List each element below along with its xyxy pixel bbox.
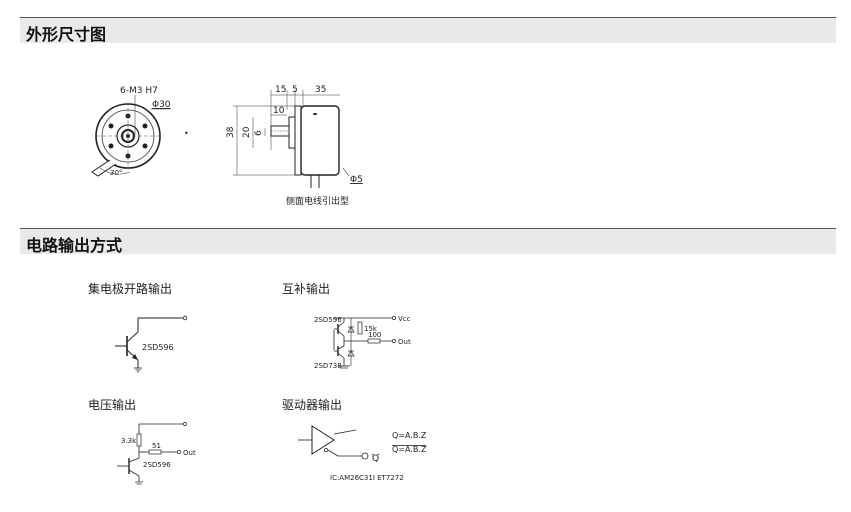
line-driver-q: Q [372, 454, 379, 464]
circuit-title-voltage: 电压输出 [88, 398, 137, 412]
voltage-out: Out [183, 449, 196, 457]
section-title-circuit: 电路输出方式 [26, 236, 123, 255]
voltage-circuit: 3.3k 51 Out 2SD596 [117, 422, 196, 485]
side-dim-20: 20 [242, 126, 252, 138]
front-diameter-label: Φ30 [152, 100, 171, 110]
voltage-transistor: 2SD596 [143, 461, 171, 469]
section-title-dimensions: 外形尺寸图 [26, 25, 107, 44]
front-angle-label: 30° [110, 169, 122, 177]
line-driver-eq1: Q=A.B.Z [392, 431, 427, 440]
open-collector-circuit: 2SD596 [115, 315, 188, 373]
side-dim-38: 38 [226, 126, 236, 138]
section-header-dimensions: 外形尺寸图 [20, 17, 836, 44]
side-dim-15: 15 [275, 85, 286, 95]
complementary-circuit: 2SD596 2SD738 Vcc Out 15k 100 [314, 315, 411, 370]
circuit-title-complementary: 互补输出 [282, 282, 331, 296]
section-header-circuit: 电路输出方式 [20, 228, 836, 255]
side-dim-10: 10 [273, 106, 285, 116]
line-driver-circuit: Q Q=A.B.Z Q=A.B.Z IC:AM26C31I ET7272 [298, 425, 427, 482]
comp-transistor-bottom: 2SD738 [314, 362, 342, 370]
side-dim-cable: Φ5 [350, 175, 363, 185]
side-view-drawing: 15 5 35 10 38 20 6 Φ5 [226, 85, 363, 188]
side-view-caption: 侧面电线引出型 [286, 197, 350, 207]
circuit-title-open-collector: 集电极开路输出 [88, 282, 173, 296]
svg-text:•: • [184, 129, 189, 138]
voltage-r1: 3.3k [121, 437, 137, 445]
line-driver-ic: IC:AM26C31I ET7272 [330, 474, 404, 482]
front-view-drawing: 6-M3 H7 Φ30 30° • [91, 86, 189, 177]
side-dim-6: 6 [254, 130, 264, 136]
comp-r2: 100 [368, 331, 381, 339]
front-holes-label: 6-M3 H7 [120, 86, 158, 96]
voltage-r2: 51 [152, 442, 161, 450]
circuit-title-line-driver: 驱动器输出 [282, 398, 343, 412]
comp-r1: 15k [364, 325, 378, 333]
open-collector-transistor: 2SD596 [142, 343, 174, 352]
side-dim-35: 35 [315, 85, 326, 95]
comp-vcc: Vcc [398, 315, 411, 323]
comp-transistor-top: 2SD596 [314, 316, 342, 324]
comp-out: Out [398, 338, 411, 346]
line-driver-eq2: Q=A.B.Z [392, 445, 427, 454]
